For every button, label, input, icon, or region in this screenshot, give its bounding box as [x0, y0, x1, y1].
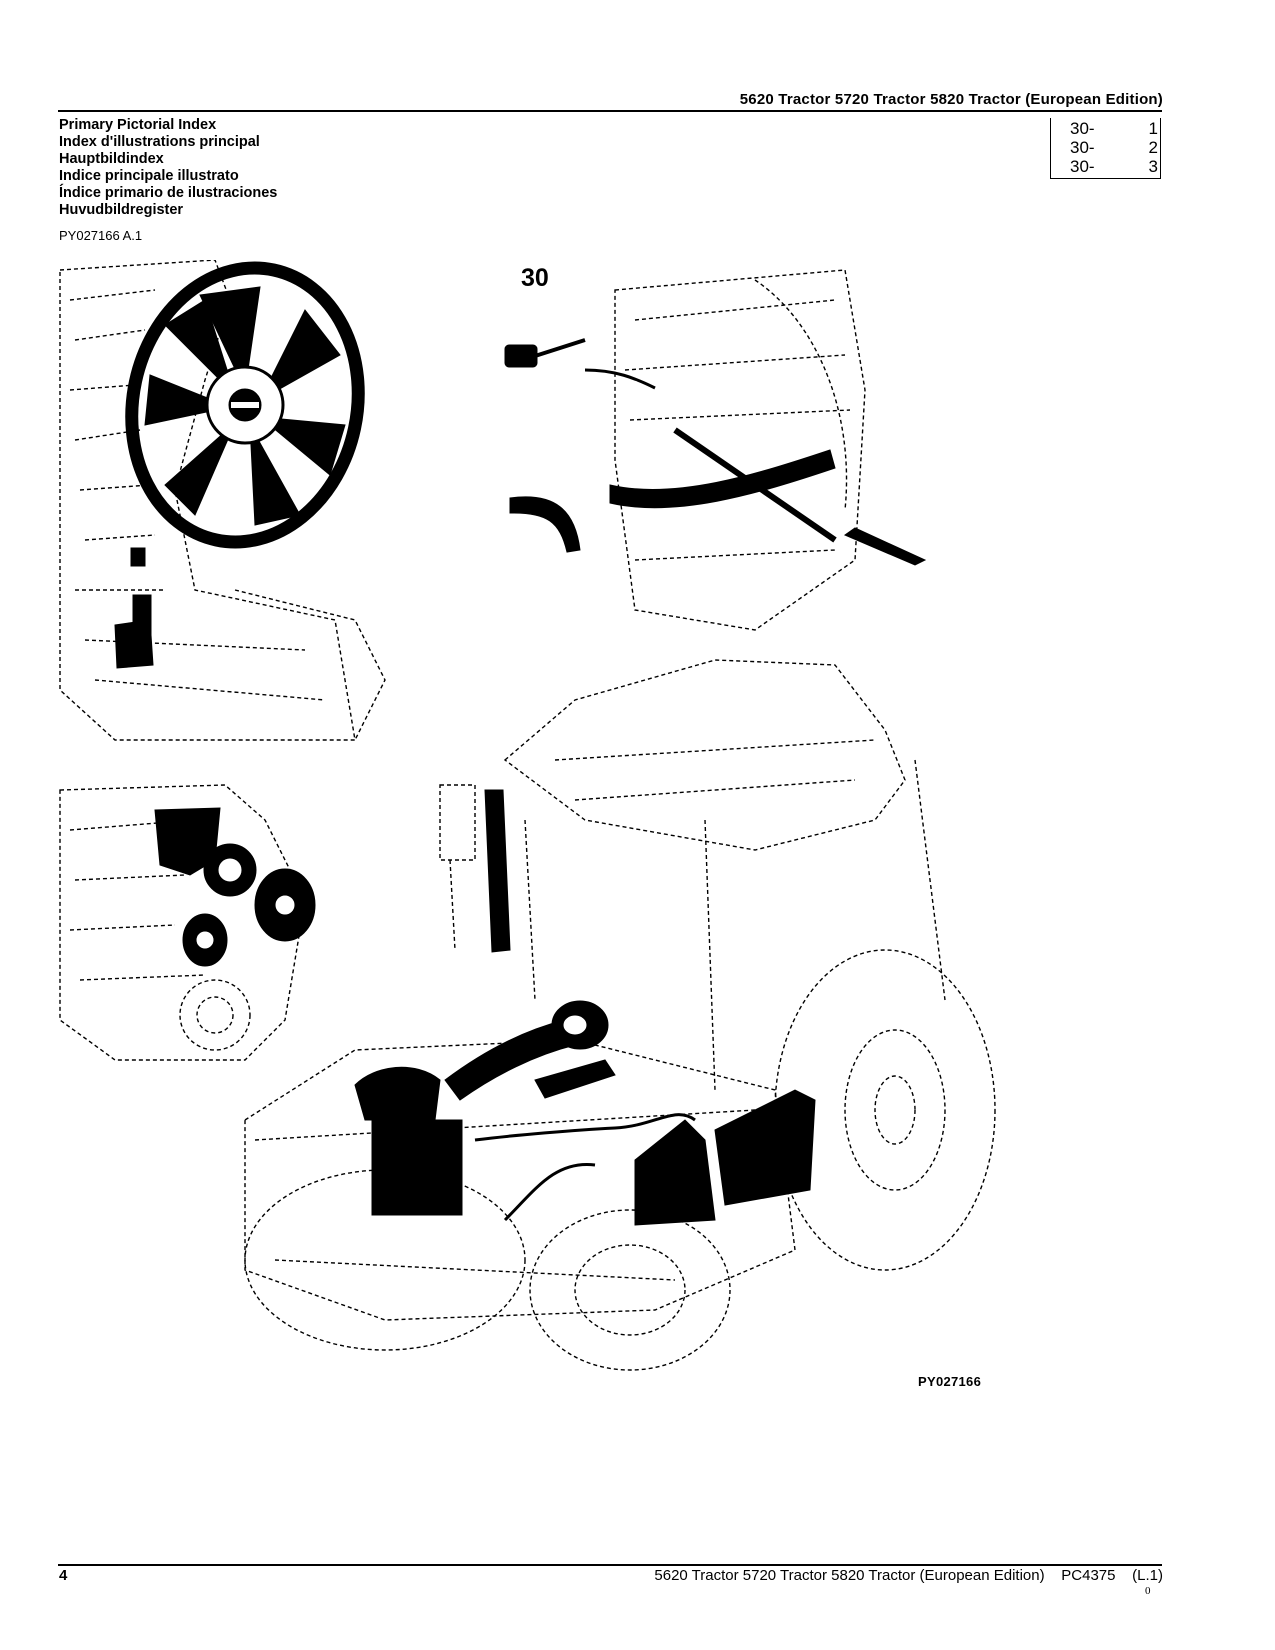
index-title-it: Indice principale illustrato — [59, 168, 239, 184]
document-title: 5620 Tractor 5720 Tractor 5820 Tractor (… — [739, 91, 1163, 108]
index-title-sv: Huvudbildregister — [59, 202, 184, 218]
index-section: 30- — [1070, 138, 1095, 157]
footer-rule — [58, 1564, 1162, 1566]
index-section: 30- — [1070, 157, 1095, 176]
index-number: 3 — [1148, 157, 1158, 176]
group-number-label: 30 — [521, 264, 549, 292]
index-link-1[interactable]: 30- 1 — [1051, 119, 1160, 138]
index-title-block: Primary Pictorial Index Index d'illustra… — [59, 117, 277, 219]
index-number: 1 — [1148, 119, 1158, 138]
index-title-fr: Index d'illustrations principal — [59, 134, 260, 150]
index-link-2[interactable]: 30- 2 — [1051, 138, 1160, 157]
exploded-parts-illustration — [59, 260, 996, 1371]
index-link-3[interactable]: 30- 3 — [1051, 157, 1160, 176]
header-rule — [58, 110, 1162, 112]
footer-text: 5620 Tractor 5720 Tractor 5820 Tractor (… — [654, 1567, 1163, 1584]
index-number: 2 — [1148, 138, 1158, 157]
page-number: 4 — [59, 1567, 68, 1584]
footer-mark: 0 — [1145, 1585, 1151, 1597]
figure-reference: PY027166 A.1 — [59, 228, 143, 243]
section-index-box: 30- 1 30- 2 30- 3 — [1050, 118, 1161, 179]
index-title-en: Primary Pictorial Index — [59, 117, 217, 133]
illustration-plate-id: PY027166 — [918, 1374, 982, 1389]
index-section: 30- — [1070, 119, 1095, 138]
index-title-de: Hauptbildindex — [59, 151, 164, 167]
index-title-es: Índice primario de ilustraciones — [59, 185, 278, 201]
